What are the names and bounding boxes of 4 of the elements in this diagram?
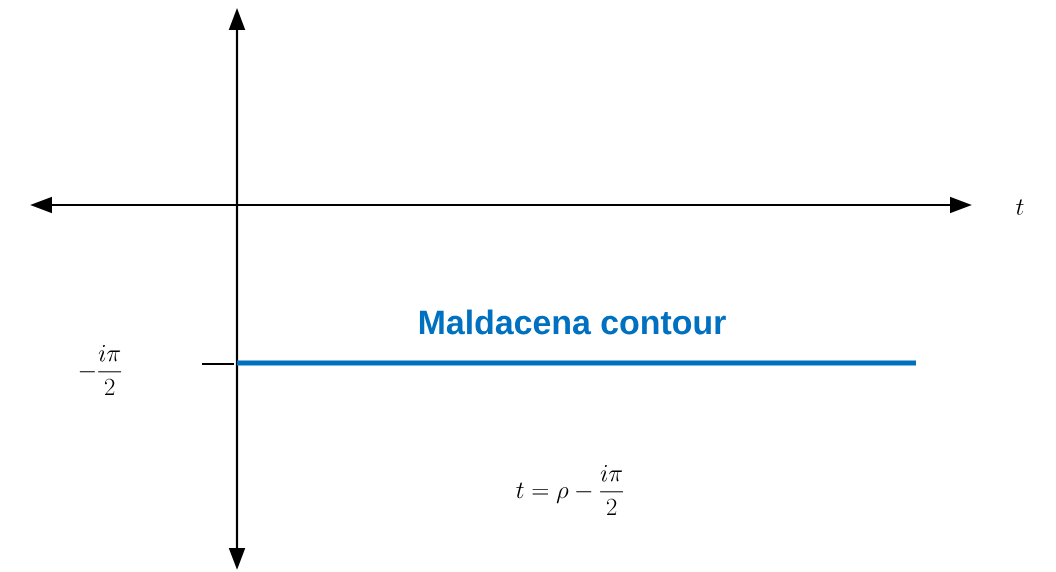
tick-label: $-\frac{i\pi}{2}$ <box>79 344 122 395</box>
axis-label: $t$ <box>1016 199 1024 215</box>
contour-equation: $t = \rho - \frac{i\pi}{2}$ <box>516 464 624 515</box>
contour-label: Maldacena contour <box>419 309 726 335</box>
